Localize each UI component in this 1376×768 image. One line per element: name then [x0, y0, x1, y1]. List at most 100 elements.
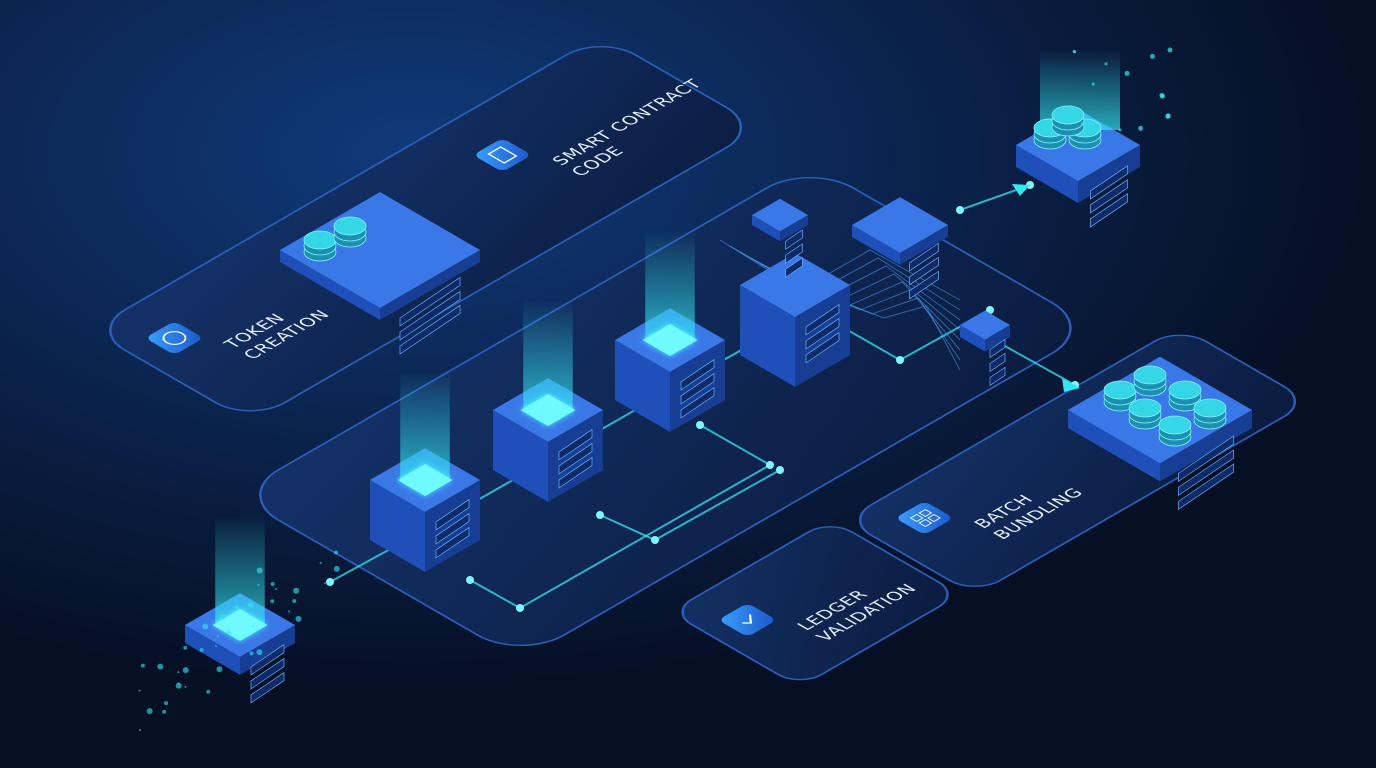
server-slot — [805, 317, 840, 350]
cube-left-face — [852, 225, 900, 265]
particle — [146, 708, 153, 715]
cube-right-face — [780, 215, 808, 242]
connector-node — [696, 421, 704, 429]
cube-left-face — [960, 325, 985, 352]
particle — [206, 689, 211, 694]
light-beam — [215, 515, 265, 625]
particle — [184, 685, 187, 688]
server-slot — [680, 386, 715, 419]
particle — [274, 587, 277, 590]
connector-node — [596, 511, 604, 519]
server-slot — [680, 358, 715, 391]
particle — [226, 630, 231, 635]
server-slot — [250, 671, 285, 704]
server-slot — [435, 498, 470, 531]
light-beam — [645, 230, 695, 340]
particle — [140, 663, 145, 668]
particle — [1104, 62, 1108, 66]
particle — [1091, 82, 1095, 86]
particle — [182, 667, 189, 674]
glowing-pad — [212, 609, 268, 641]
server-slot — [435, 526, 470, 559]
particle — [334, 550, 339, 555]
particle — [216, 666, 223, 673]
document-code-icon — [476, 140, 529, 170]
cube-left-face — [280, 250, 380, 320]
server-slot — [909, 256, 939, 286]
connector-node — [516, 604, 524, 612]
token-card — [280, 192, 480, 355]
particle — [1167, 47, 1173, 53]
particle — [247, 602, 254, 609]
particle — [1118, 128, 1122, 132]
cube-right-face — [985, 325, 1010, 352]
server-cube-2 — [493, 300, 603, 502]
server-slot — [1178, 435, 1234, 483]
particle — [217, 635, 220, 638]
particle — [235, 605, 240, 610]
token-coin-icon — [1103, 380, 1137, 400]
server-slot — [805, 303, 840, 336]
token-icon — [148, 323, 201, 353]
particle — [1150, 53, 1156, 59]
server-slot — [399, 304, 461, 355]
connector-node — [651, 536, 659, 544]
server-slot — [989, 338, 1006, 359]
particle — [257, 583, 260, 586]
cube-left-face — [1068, 410, 1160, 482]
glowing-pad — [642, 324, 698, 356]
particle — [288, 610, 291, 613]
connector-node — [896, 356, 904, 364]
server-slot — [250, 657, 285, 690]
cube-top-face — [752, 198, 808, 232]
particle — [251, 625, 254, 628]
particle — [164, 701, 169, 706]
server-slot — [1090, 165, 1128, 200]
particle — [1072, 49, 1076, 53]
particle — [219, 614, 226, 621]
connector-node — [326, 578, 334, 586]
particle — [177, 682, 180, 685]
cube-top-face — [280, 192, 480, 308]
cube-top-face — [852, 197, 948, 253]
particle — [293, 587, 300, 594]
particle — [1165, 113, 1171, 119]
particle — [323, 582, 326, 585]
particle — [202, 623, 209, 630]
cube-left-face — [493, 410, 548, 502]
server-slot — [1090, 193, 1128, 228]
token-coin-icon — [333, 216, 367, 236]
particle — [295, 615, 302, 622]
particle — [229, 632, 232, 635]
particle — [162, 709, 167, 714]
token-coin-icon — [1168, 380, 1202, 400]
token-coin-icon — [1051, 105, 1085, 125]
server-slot — [989, 366, 1006, 387]
server-slot — [785, 257, 803, 278]
start-node-pad — [185, 515, 295, 704]
token-coin-icon — [1128, 398, 1162, 418]
code-chip — [752, 198, 808, 278]
smart-contract-cube — [740, 253, 850, 387]
code-window — [852, 197, 948, 300]
particle — [256, 567, 263, 574]
particle — [1160, 93, 1166, 99]
server-slot — [785, 243, 803, 264]
particle — [139, 729, 141, 731]
connector-node — [986, 306, 994, 314]
server-slot — [785, 229, 803, 250]
server-slot — [805, 331, 840, 364]
particle — [1124, 70, 1130, 76]
light-beam — [400, 370, 450, 480]
token-coin-icon — [1133, 365, 1167, 385]
server-slot — [680, 372, 715, 405]
cube-right-face — [380, 250, 480, 320]
glowing-pad — [520, 394, 576, 426]
cube-right-face — [1160, 410, 1252, 482]
server-slot — [435, 512, 470, 545]
server-slot — [399, 276, 461, 327]
glowing-pad — [397, 464, 453, 496]
cube-left-face — [740, 285, 795, 387]
cube-left-face — [752, 215, 780, 242]
server-cube-1 — [370, 370, 480, 572]
